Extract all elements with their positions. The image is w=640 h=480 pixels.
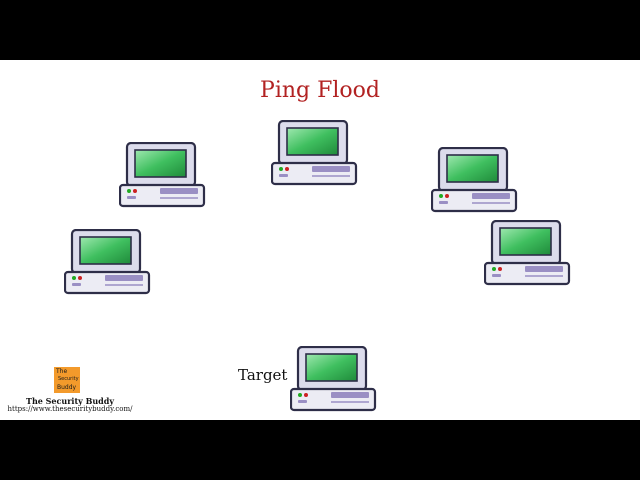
security-buddy-logo: The Security Buddy <box>54 367 80 393</box>
slide-canvas: Ping Flood <box>0 60 640 420</box>
attacker-computer-2 <box>271 120 359 186</box>
attacker-computer-3 <box>431 147 519 213</box>
computer-icon <box>119 142 206 208</box>
diagram-title: Ping Flood <box>260 78 380 103</box>
computer-icon <box>271 120 358 186</box>
computer-icon <box>290 346 377 412</box>
attacker-computer-4 <box>64 229 152 295</box>
logo-text-bottom: Buddy <box>57 384 77 391</box>
attacker-computer-5 <box>484 220 572 286</box>
computer-icon <box>484 220 571 286</box>
target-computer <box>290 346 378 412</box>
target-label: Target <box>238 366 288 384</box>
attacker-computer-1 <box>119 142 207 208</box>
logo-text-middle: Security <box>58 376 79 382</box>
logo-text-top: The <box>56 368 68 375</box>
brand-name: The Security Buddy <box>26 396 114 406</box>
brand-url: https://www.thesecuritybuddy.com/ <box>7 405 133 413</box>
computer-icon <box>431 147 518 213</box>
computer-icon <box>64 229 151 295</box>
